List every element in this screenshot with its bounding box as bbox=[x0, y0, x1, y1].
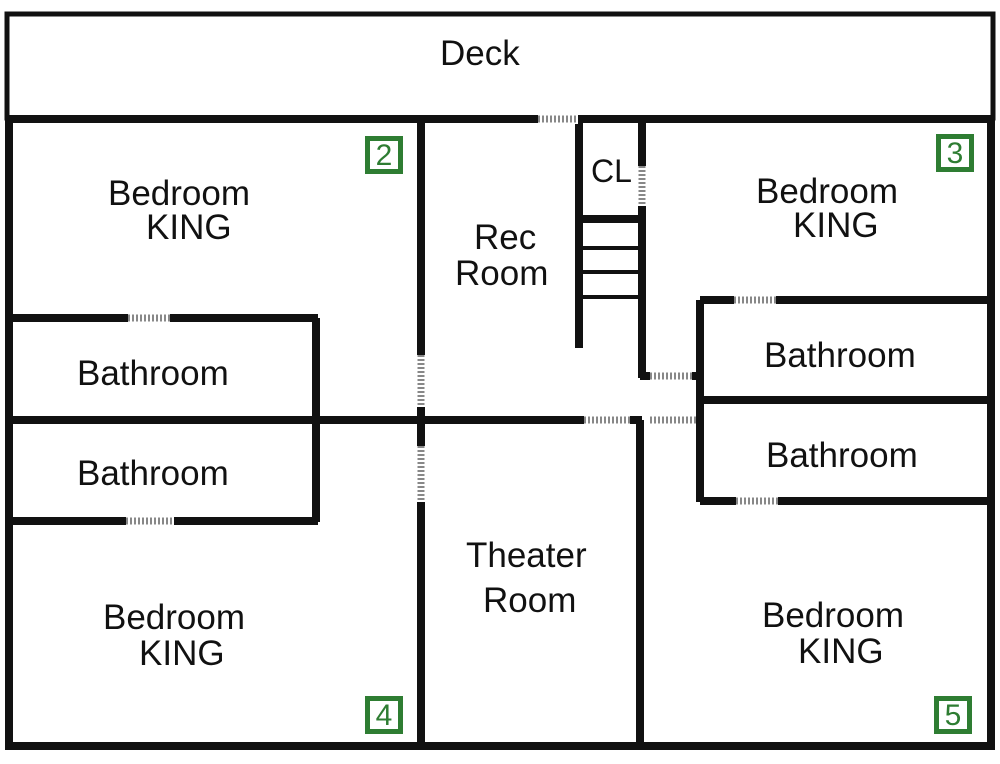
door-bath-right-upper bbox=[734, 295, 776, 305]
bedroom-3-number-badge: 3 bbox=[936, 134, 974, 172]
bedroom-5-label: Bedroom bbox=[762, 596, 905, 635]
bedroom-3-label: Bedroom bbox=[756, 172, 899, 211]
bedroom-2-bed-size: KING bbox=[146, 208, 232, 247]
bedroom-4-number-badge: 4 bbox=[365, 696, 403, 734]
bathroom-right-upper-label: Bathroom bbox=[764, 336, 916, 375]
bedroom-5-number-badge: 5 bbox=[934, 696, 972, 734]
bedroom-4-bed-size: KING bbox=[139, 634, 225, 673]
theater-room-label-line1: Theater bbox=[466, 536, 587, 575]
bathroom-right-lower-label: Bathroom bbox=[766, 436, 918, 475]
deck-label: Deck bbox=[440, 34, 520, 73]
theater-room-label-line2: Room bbox=[483, 581, 577, 620]
door-hall-bath bbox=[650, 371, 692, 381]
bedroom-2-label: Bedroom bbox=[108, 174, 251, 213]
door-bath-left-lower bbox=[126, 516, 174, 526]
door-bath-right-lower bbox=[736, 496, 778, 506]
bedroom-4-label: Bedroom bbox=[103, 598, 246, 637]
door-bedroom2-rec bbox=[416, 355, 426, 407]
building-outline bbox=[5, 115, 995, 750]
doorways bbox=[126, 114, 778, 526]
door-bedroom5 bbox=[650, 415, 696, 425]
bedroom-2-number-badge: 2 bbox=[365, 136, 403, 174]
rec-room-label-line2: Room bbox=[455, 254, 549, 293]
door-closet bbox=[637, 166, 647, 206]
bedroom-5-bed-size: KING bbox=[798, 632, 884, 671]
stair-treads bbox=[582, 246, 640, 299]
door-bedroom4-theater bbox=[416, 446, 426, 502]
closet-label: CL bbox=[591, 153, 632, 189]
bathroom-left-lower-label: Bathroom bbox=[77, 454, 229, 493]
door-theater bbox=[584, 415, 630, 425]
bedroom-3-bed-size: KING bbox=[793, 206, 879, 245]
door-deck-rec bbox=[538, 114, 578, 124]
door-bath-left-upper bbox=[128, 313, 170, 323]
rec-room-label-line1: Rec bbox=[474, 218, 537, 257]
bathroom-left-upper-label: Bathroom bbox=[77, 354, 229, 393]
